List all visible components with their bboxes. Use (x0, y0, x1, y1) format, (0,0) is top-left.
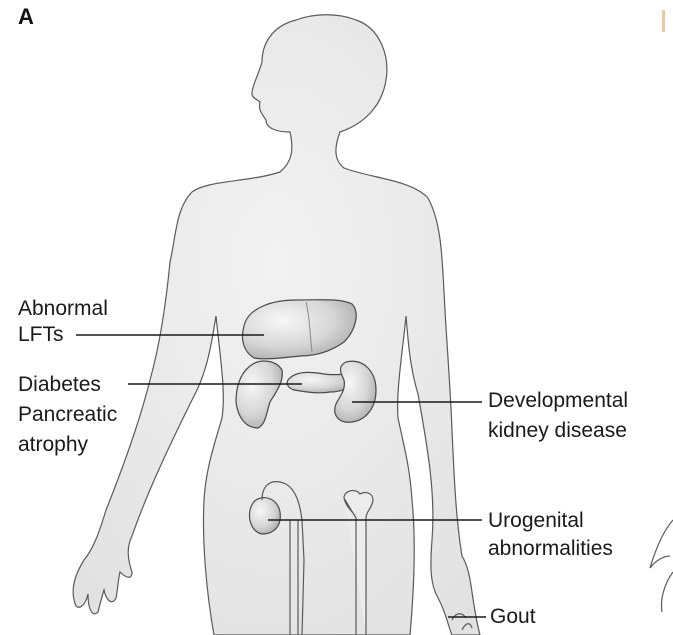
edge-mark (662, 10, 665, 32)
label-abnormal: Abnormal (18, 296, 108, 322)
label-abnormalities: abnormalities (488, 536, 613, 562)
label-urogenital: Urogenital (488, 508, 584, 534)
label-developmental: Developmental (488, 388, 628, 414)
label-gout: Gout (490, 604, 536, 630)
label-diabetes: Diabetes (18, 372, 101, 398)
label-pancreatic: Pancreatic (18, 402, 117, 428)
partial-hand-right-edge (650, 520, 673, 612)
label-atrophy: atrophy (18, 432, 88, 458)
panel-letter: A (18, 4, 34, 30)
bladder-kidney-left (250, 498, 281, 534)
label-kidney-disease: kidney disease (488, 418, 627, 444)
label-lfts: LFTs (18, 322, 64, 348)
